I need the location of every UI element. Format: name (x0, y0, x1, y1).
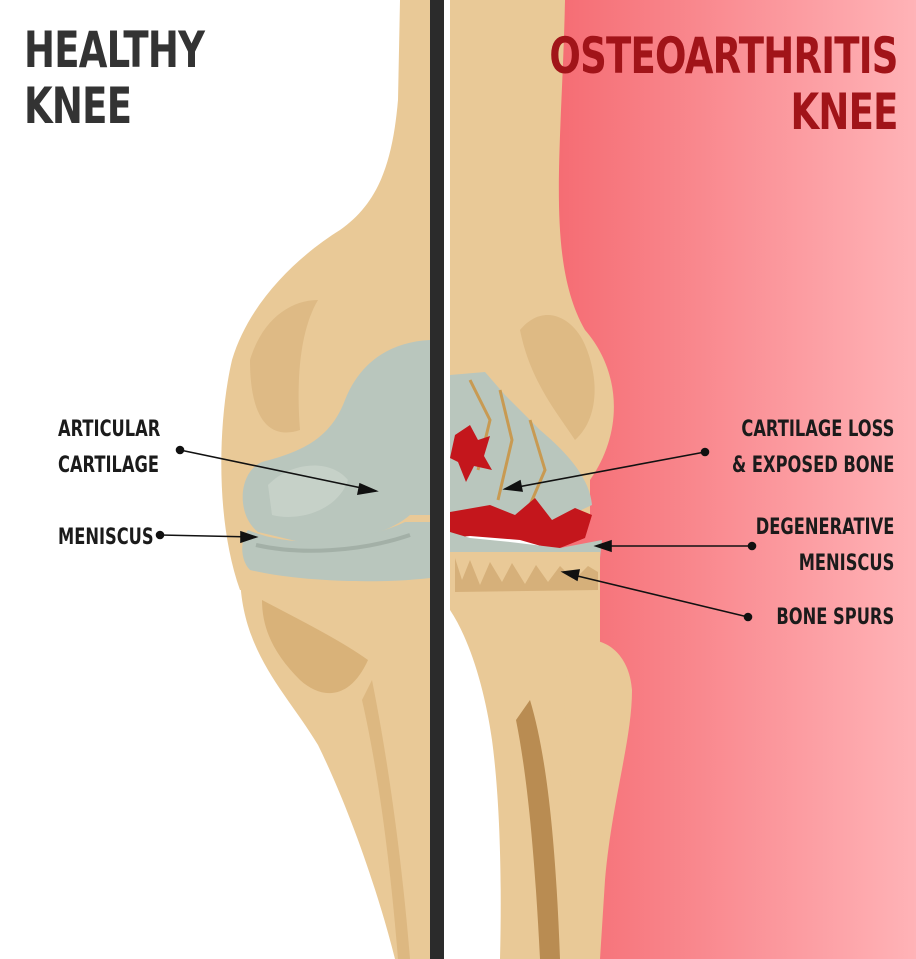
healthy-knee (221, 0, 430, 959)
healthy-title-line2: KNEE (24, 77, 132, 135)
cartilage-loss-pointer-dot (700, 447, 710, 457)
articular-cartilage-label-line1: ARTICULAR (58, 417, 161, 442)
articular-cartilage-label-line2: CARTILAGE (58, 453, 159, 478)
healthy-tibia-streak (362, 680, 410, 959)
osteo-bone-spurs (455, 558, 598, 592)
osteoarthritis-knee-title: OSTEOARTHRITIS KNEE (549, 27, 899, 141)
cartilage-loss-label-line1: CARTILAGE LOSS (741, 417, 894, 442)
osteo-title-line1: OSTEOARTHRITIS (549, 27, 899, 85)
articular-cartilage-label: ARTICULAR CARTILAGE (58, 412, 160, 484)
degenerative-meniscus-label: DEGENERATIVE MENISCUS (755, 510, 894, 582)
meniscus-pointer-arrow (240, 530, 259, 544)
cartilage-loss-pointer-arrow (502, 479, 524, 492)
center-divider (430, 0, 444, 959)
degenerative-meniscus-pointer-arrow (593, 539, 612, 553)
osteo-exposed-bone (450, 425, 492, 482)
healthy-meniscus-line (255, 533, 411, 553)
pointer-lines (155, 445, 757, 622)
degenerative-meniscus-label-line1: DEGENERATIVE (755, 515, 894, 540)
osteo-cartilage-loss (450, 498, 592, 550)
bone-spurs-label: BONE SPURS (776, 600, 894, 636)
cartilage-loss-pointer (506, 451, 706, 490)
articular-cartilage-pointer-dot (175, 445, 185, 455)
degenerative-meniscus-label-line2: MENISCUS (798, 551, 894, 576)
degenerative-meniscus-pointer-dot (747, 541, 757, 551)
cartilage-loss-label-line2: & EXPOSED BONE (731, 453, 894, 478)
articular-cartilage-pointer-arrow (356, 482, 379, 495)
osteo-tibia-groove (516, 700, 560, 959)
bone-spurs-label-text: BONE SPURS (776, 605, 894, 630)
meniscus-pointer-dot (155, 530, 165, 540)
healthy-knee-title: HEALTHY KNEE (24, 21, 205, 135)
articular-cartilage-pointer (179, 449, 377, 492)
bone-spurs-pointer-dot (743, 612, 753, 622)
bone-spurs-pointer-arrow (560, 569, 581, 582)
meniscus-label-text: MENISCUS (58, 525, 154, 550)
meniscus-pointer (159, 534, 255, 538)
cartilage-loss-label: CARTILAGE LOSS & EXPOSED BONE (732, 412, 894, 484)
meniscus-label: MENISCUS (58, 520, 154, 556)
osteo-femur-shadow (520, 314, 595, 440)
healthy-cartilage-highlight (268, 465, 348, 517)
healthy-tibia-shadow (262, 600, 368, 694)
osteo-fibula (564, 640, 632, 959)
osteo-title-line2: KNEE (790, 83, 899, 141)
osteoarthritis-knee (450, 0, 632, 959)
healthy-title-line1: HEALTHY (24, 21, 205, 79)
bone-spurs-pointer (564, 572, 749, 618)
healthy-femur-shadow (250, 300, 318, 433)
